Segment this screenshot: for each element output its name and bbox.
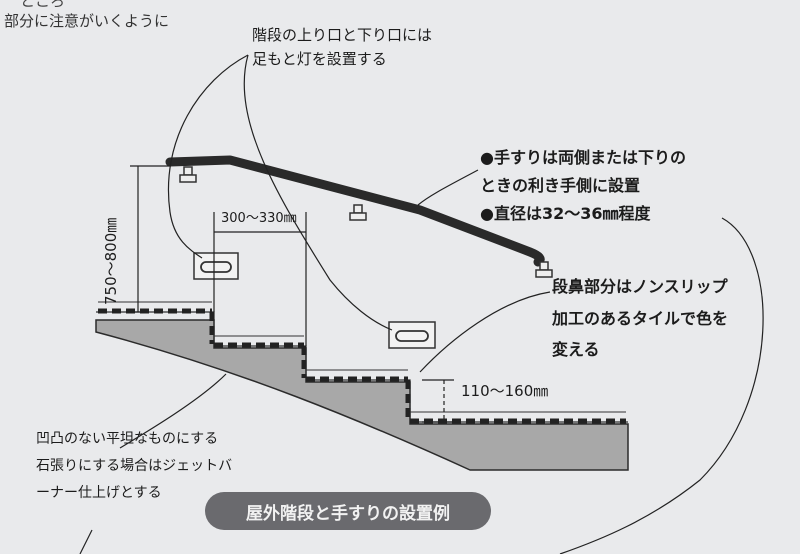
handrail-bracket-3 bbox=[535, 261, 553, 278]
foot-light-note-line1: 階段の上り口と下り口には bbox=[252, 26, 433, 44]
riser-dimension bbox=[422, 379, 454, 423]
leader-lines bbox=[79, 54, 764, 554]
header-text: 部分に注意がいくように bbox=[4, 12, 170, 30]
nosing-note-line1: 段鼻部分はノンスリップ bbox=[552, 277, 728, 296]
handrail-note-line1: ●手すりは両側または下りの bbox=[480, 148, 686, 167]
handrail-note-line2: ときの利き手側に設置 bbox=[480, 176, 641, 195]
nosing-tiles bbox=[98, 308, 626, 424]
handrail-bracket-2 bbox=[349, 204, 367, 221]
foot-light-upper bbox=[193, 252, 239, 280]
foot-light-note-line2: 足もと灯を設置する bbox=[252, 50, 387, 68]
tread-dimension bbox=[213, 212, 307, 346]
top-landing-tiles bbox=[98, 301, 626, 413]
floor-note-line1: 凹凸のない平坦なものにする bbox=[36, 431, 219, 447]
handrail-note-line3: ●直径は32〜36㎜程度 bbox=[480, 204, 651, 223]
handrail bbox=[165, 155, 545, 267]
floor-note-line3: ーナー仕上げとする bbox=[36, 485, 162, 501]
foot-light-lower bbox=[388, 321, 436, 349]
nosing-note-line2: 加工のあるタイルで色を bbox=[552, 309, 729, 328]
rail-height-dimension-label: 750〜800㎜ bbox=[102, 217, 120, 305]
handrail-bracket-1 bbox=[179, 166, 197, 183]
tread-dimension-label: 300〜330㎜ bbox=[221, 211, 297, 226]
floor-note-line2: 石張りにする場合はジェットバ bbox=[36, 458, 233, 474]
header-cut-text: ところ bbox=[20, 0, 66, 10]
nosing-note-line3: 変える bbox=[552, 340, 600, 359]
caption-badge: 屋外階段と手すりの設置例 bbox=[205, 492, 491, 530]
riser-dimension-label: 110〜160㎜ bbox=[461, 382, 549, 400]
rail-height-dimension bbox=[130, 165, 170, 313]
